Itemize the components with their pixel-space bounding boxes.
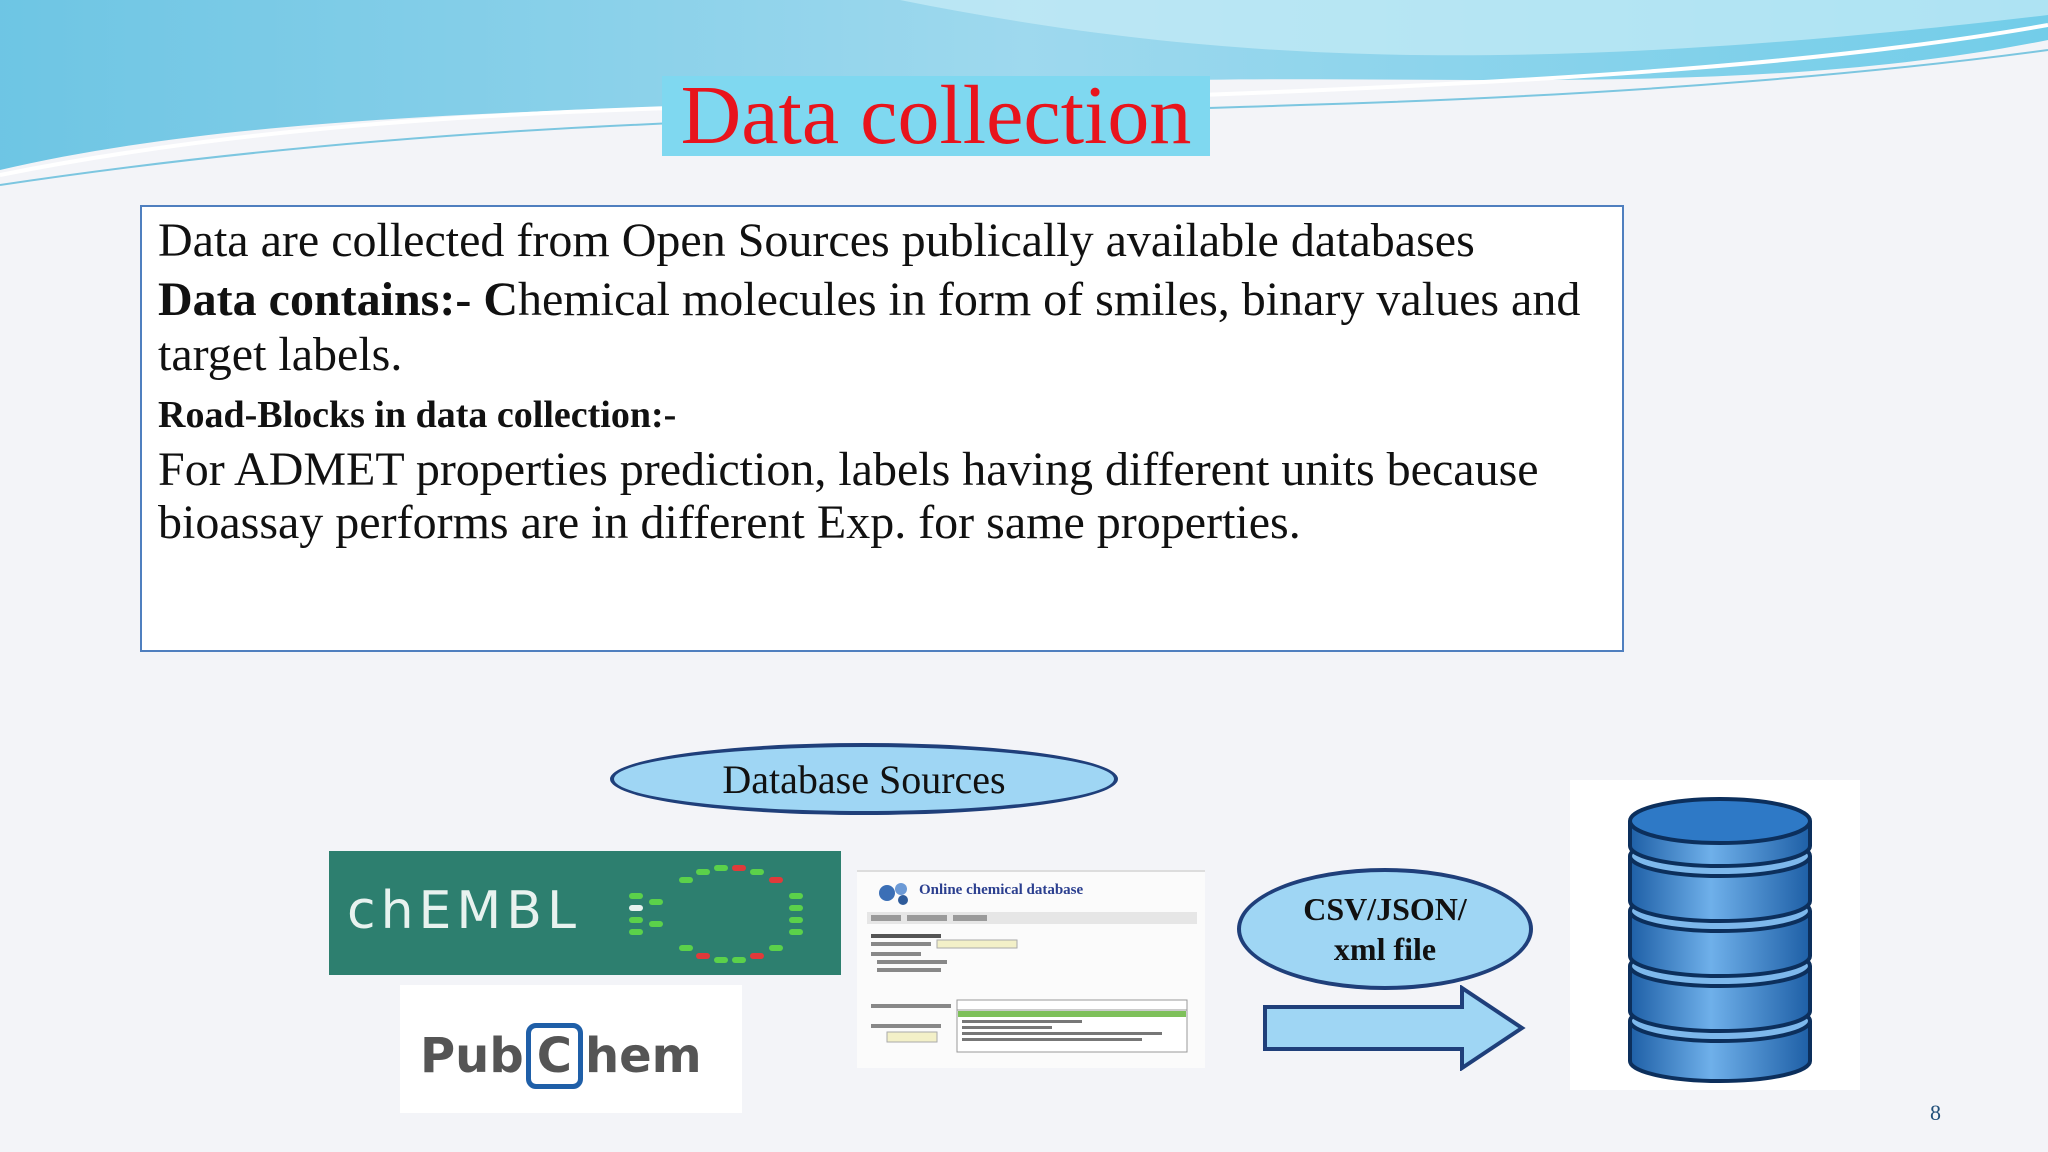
file-format-line-2: xml file (1333, 931, 1437, 967)
database-sources-label: Database Sources (722, 756, 1006, 802)
chembl-ring-icon (629, 865, 803, 963)
chembl-logo-text: chEMBL (347, 881, 581, 941)
body-line-contents: Data contains:- Chemical molecules in fo… (158, 272, 1622, 382)
pubchem-logo-part-a: Pub (420, 1028, 524, 1084)
pubchem-logo-part-b: hem (584, 1028, 702, 1084)
slide-title: Data collection (680, 69, 1192, 162)
ochem-molecule-icon (879, 883, 908, 905)
chembl-logo: chEMBL (329, 851, 841, 975)
file-format-ellipse: CSV/JSON/ xml file (1237, 868, 1533, 990)
file-format-line-1: CSV/JSON/ (1303, 891, 1467, 927)
page-number: 8 (1930, 1100, 1941, 1125)
ochem-screenshot: Online chemical database (857, 870, 1205, 1068)
right-arrow-icon (1263, 985, 1526, 1071)
contents-label: Data contains:- C (158, 273, 518, 327)
database-sources-ellipse: Database Sources (610, 743, 1118, 815)
contents-text: hemical molecules in form of smiles, bin… (158, 273, 1581, 382)
body-line-sources: Data are collected from Open Sources pub… (158, 214, 1475, 267)
title-banner: Data collection (662, 69, 1210, 162)
database-cylinder-icon (1628, 797, 1812, 1083)
pubchem-hexagon-c: C (525, 1023, 583, 1089)
roadblocks-heading: Road-Blocks in data collection:- (158, 393, 677, 436)
ochem-form-mockup (867, 912, 1197, 1053)
ochem-title: Online chemical database (919, 882, 1084, 898)
content-text-box: Data are collected from Open Sources pub… (140, 205, 1624, 652)
roadblocks-text: For ADMET properties prediction, labels … (158, 443, 1539, 549)
